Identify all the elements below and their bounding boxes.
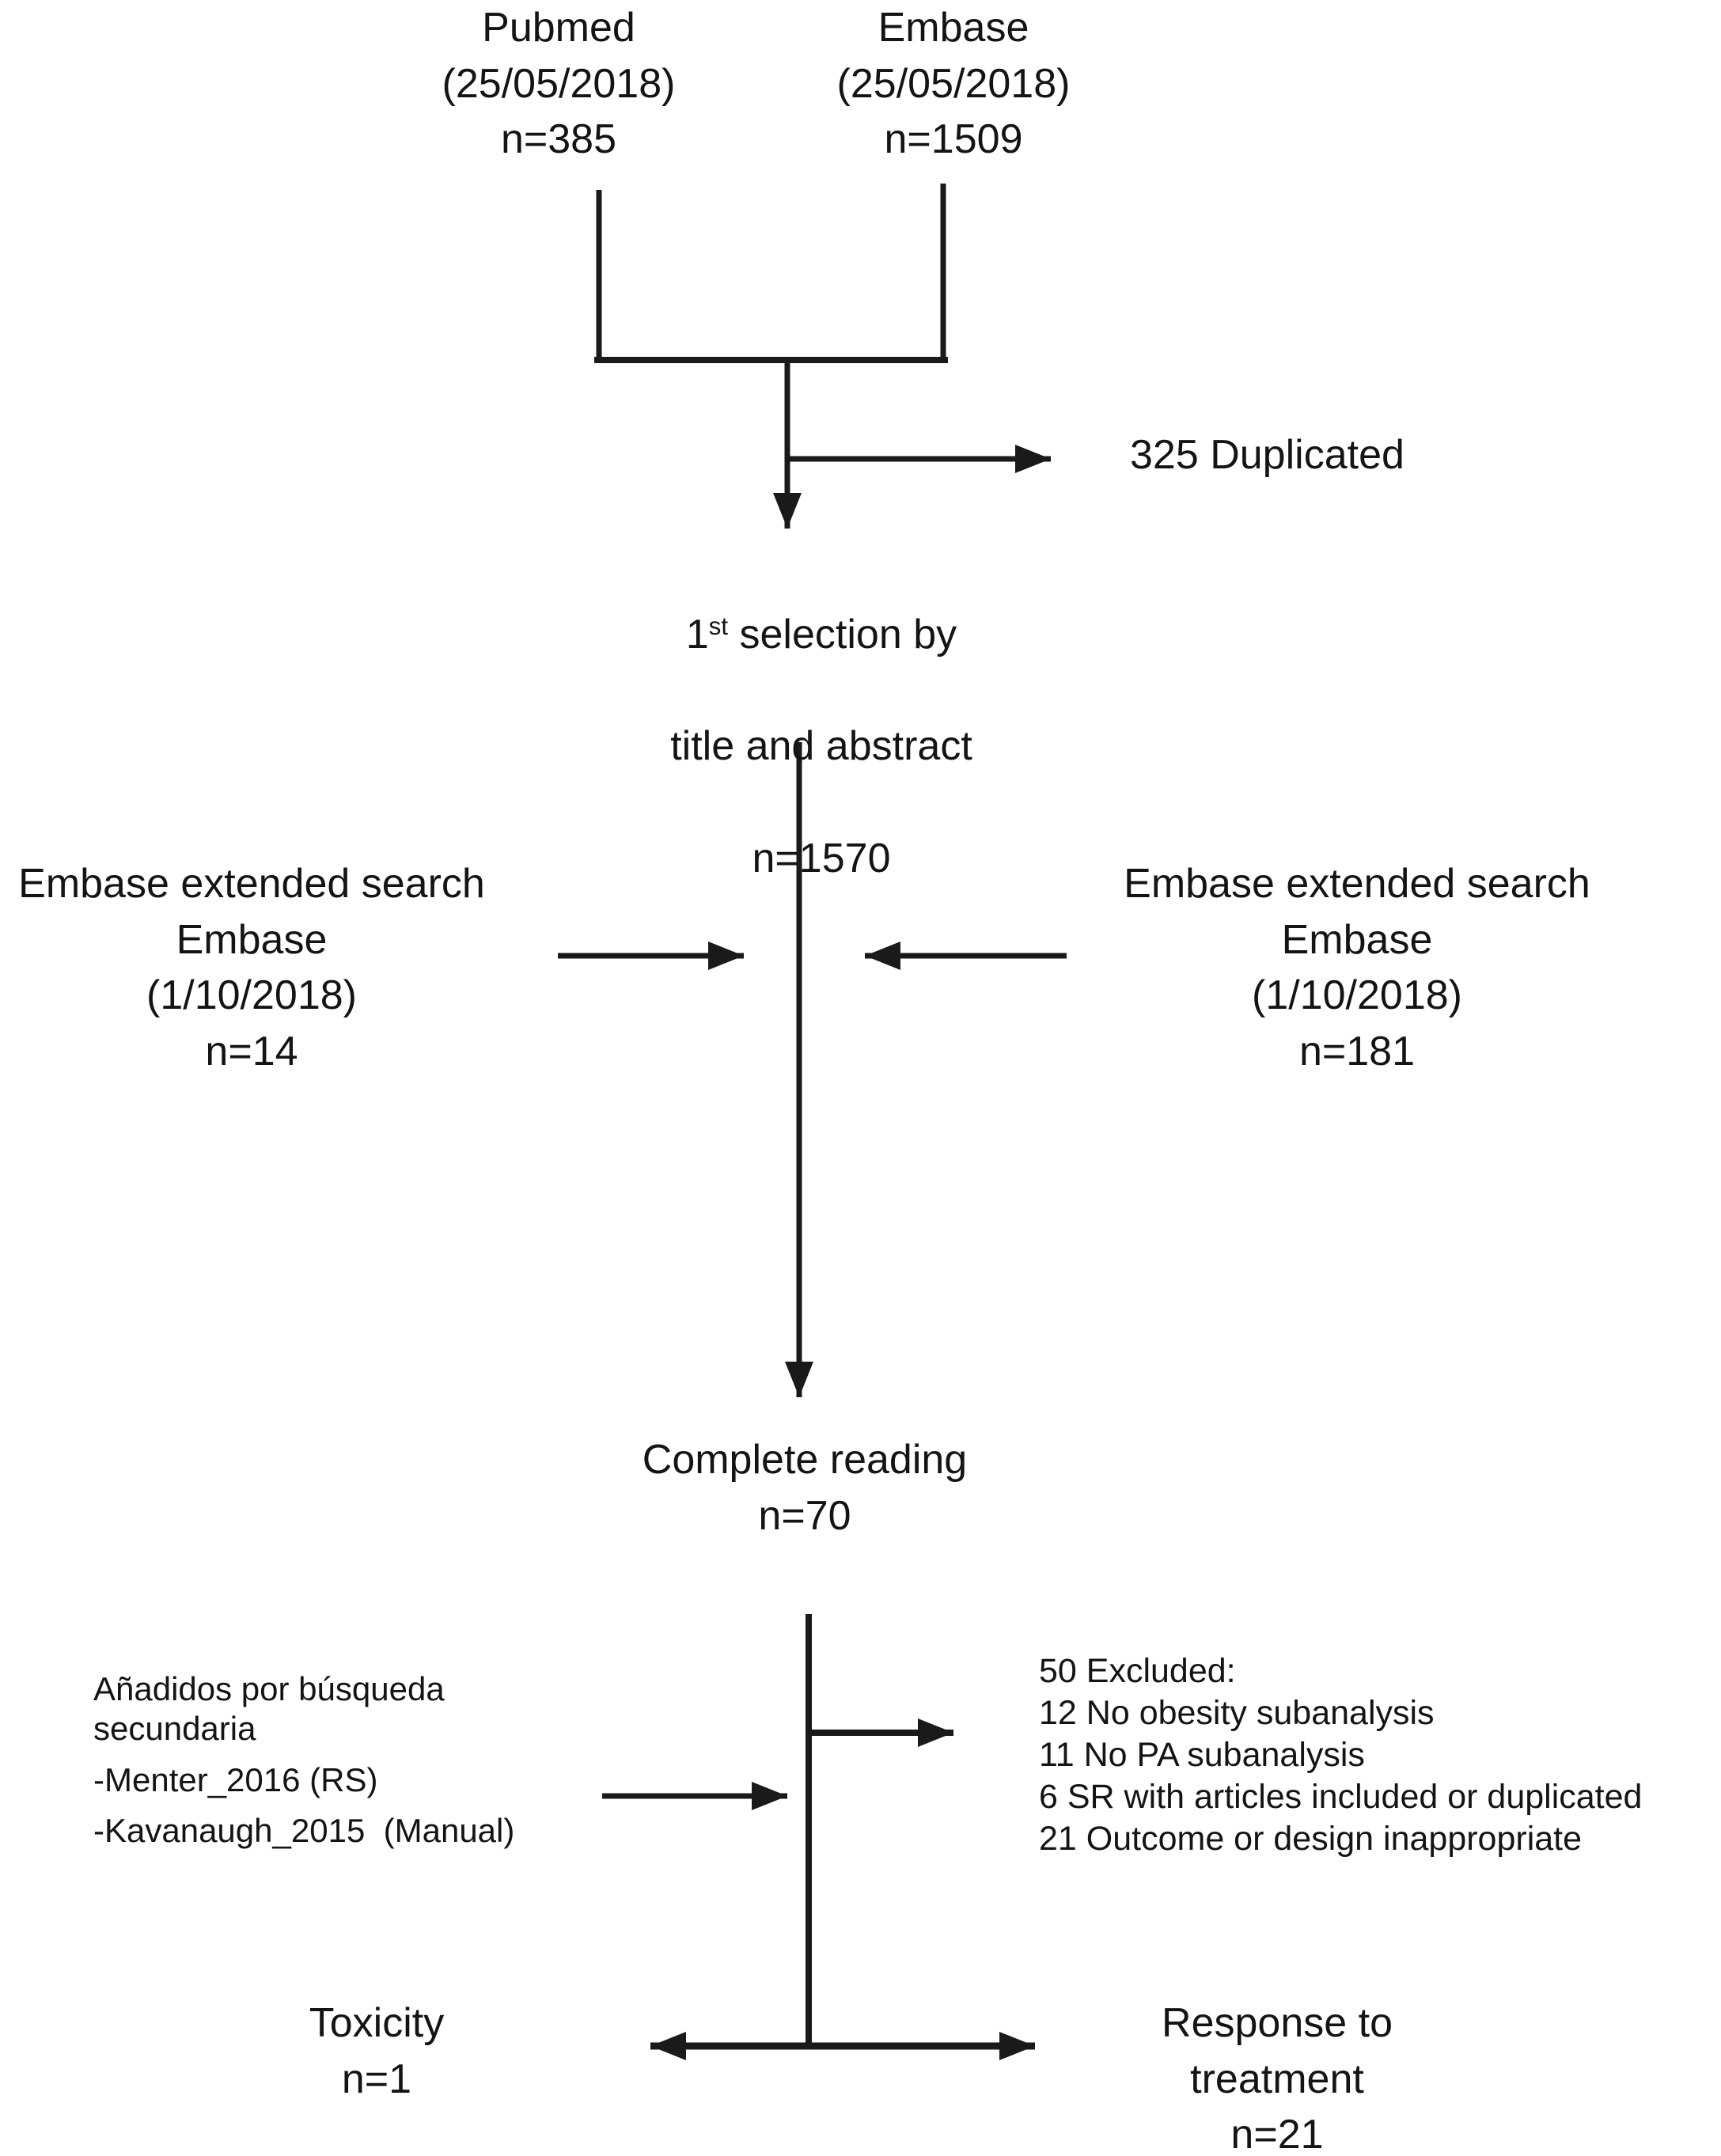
first-selection-rest: selection by xyxy=(728,611,957,657)
node-response-to-treatment: Response to treatment n=21 xyxy=(1162,2000,1393,2156)
label-duplicated: 325 Duplicated xyxy=(1130,432,1404,478)
node-embase-extended-search-right: Embase extended search Embase (1/10/2018… xyxy=(1124,861,1590,1075)
node-embase: Embase (25/05/2018) n=1509 xyxy=(836,5,1071,163)
block-secondary-search: Añadidos por búsqueda secundaria -Menter… xyxy=(93,1669,568,1851)
secondary-search-item: -Menter_2016 (RS) xyxy=(93,1760,378,1798)
excluded-item: 12 No obesity subanalysis xyxy=(1039,1694,1435,1733)
node-first-selection: 1st selection by title and abstract n=15… xyxy=(584,551,1059,942)
node-toxicity: Toxicity n=1 xyxy=(309,2000,445,2102)
excluded-header: 50 Excluded: xyxy=(1039,1652,1236,1690)
excluded-item: 6 SR with articles included or duplicate… xyxy=(1039,1778,1643,1817)
first-selection-number: 1 xyxy=(685,611,709,657)
first-selection-count: n=1570 xyxy=(752,835,891,881)
secondary-search-item: -Kavanaugh_2015 (Manual) xyxy=(93,1812,515,1850)
block-excluded-list: 50 Excluded: 12 No obesity subanalysis 1… xyxy=(1039,1650,1721,1860)
excluded-item: 21 Outcome or design inappropriate xyxy=(1039,1820,1583,1859)
first-selection-ordinal-suffix: st xyxy=(708,612,729,640)
first-selection-line1: 1st selection by xyxy=(584,607,1059,663)
node-embase-extended-search-left: Embase extended search Embase (1/10/2018… xyxy=(18,861,485,1075)
node-pubmed: Pubmed (25/05/2018) n=385 xyxy=(442,5,676,163)
first-selection-line2: title and abstract xyxy=(670,723,972,770)
secondary-search-title: Añadidos por búsqueda secundaria xyxy=(93,1670,445,1748)
excluded-item: 11 No PA subanalysis xyxy=(1039,1736,1365,1775)
node-complete-reading: Complete reading n=70 xyxy=(642,1437,968,1539)
